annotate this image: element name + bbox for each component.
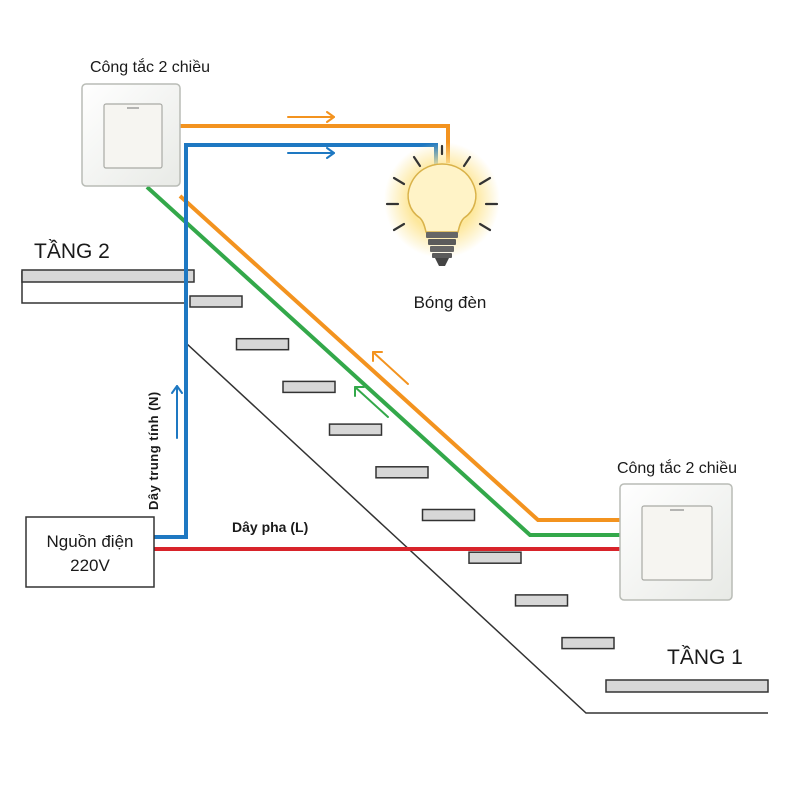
power-source-box (25, 516, 155, 588)
flow-arrows (171, 111, 409, 439)
power-source-label-line1: Nguồn điện (47, 532, 134, 551)
switch-bottom-label: Công tắc 2 chiều (617, 458, 737, 477)
traveler-wire-orange-diag (178, 194, 620, 522)
traveler-wire-green (145, 185, 620, 537)
switch-top-label: Công tắc 2 chiều (90, 57, 210, 76)
arrow-icon (287, 111, 335, 123)
power-source-label-line2: 220V (70, 556, 110, 575)
stair-step (235, 337, 290, 351)
floor-1-label: TẦNG 1 (667, 646, 743, 669)
arrow-icon (372, 351, 409, 385)
stair-step (468, 551, 522, 564)
two-way-switch-icon (619, 483, 733, 601)
wires (145, 124, 620, 551)
arrow-icon (287, 147, 335, 159)
arrow-icon (354, 386, 389, 418)
stair-step (561, 636, 615, 650)
stair-steps (189, 295, 615, 650)
stair-step (375, 466, 429, 479)
light-bulb-icon (384, 142, 500, 266)
floor-1-slab (605, 679, 769, 693)
bulb-label: Bóng đèn (414, 293, 487, 312)
stair-step (421, 508, 476, 522)
stair-step (328, 423, 383, 436)
arrow-icon (171, 385, 183, 439)
two-way-switch-icon (81, 83, 181, 187)
phase-wire-label: Dây pha (L) (232, 519, 308, 535)
floor-2-slab (21, 269, 195, 283)
stair-step (514, 594, 569, 607)
stair-step (189, 295, 243, 308)
neutral-wire-label: Dây trung tính (N) (146, 391, 161, 510)
floor-2-label: TẦNG 2 (34, 240, 110, 263)
stair-step (282, 380, 336, 394)
